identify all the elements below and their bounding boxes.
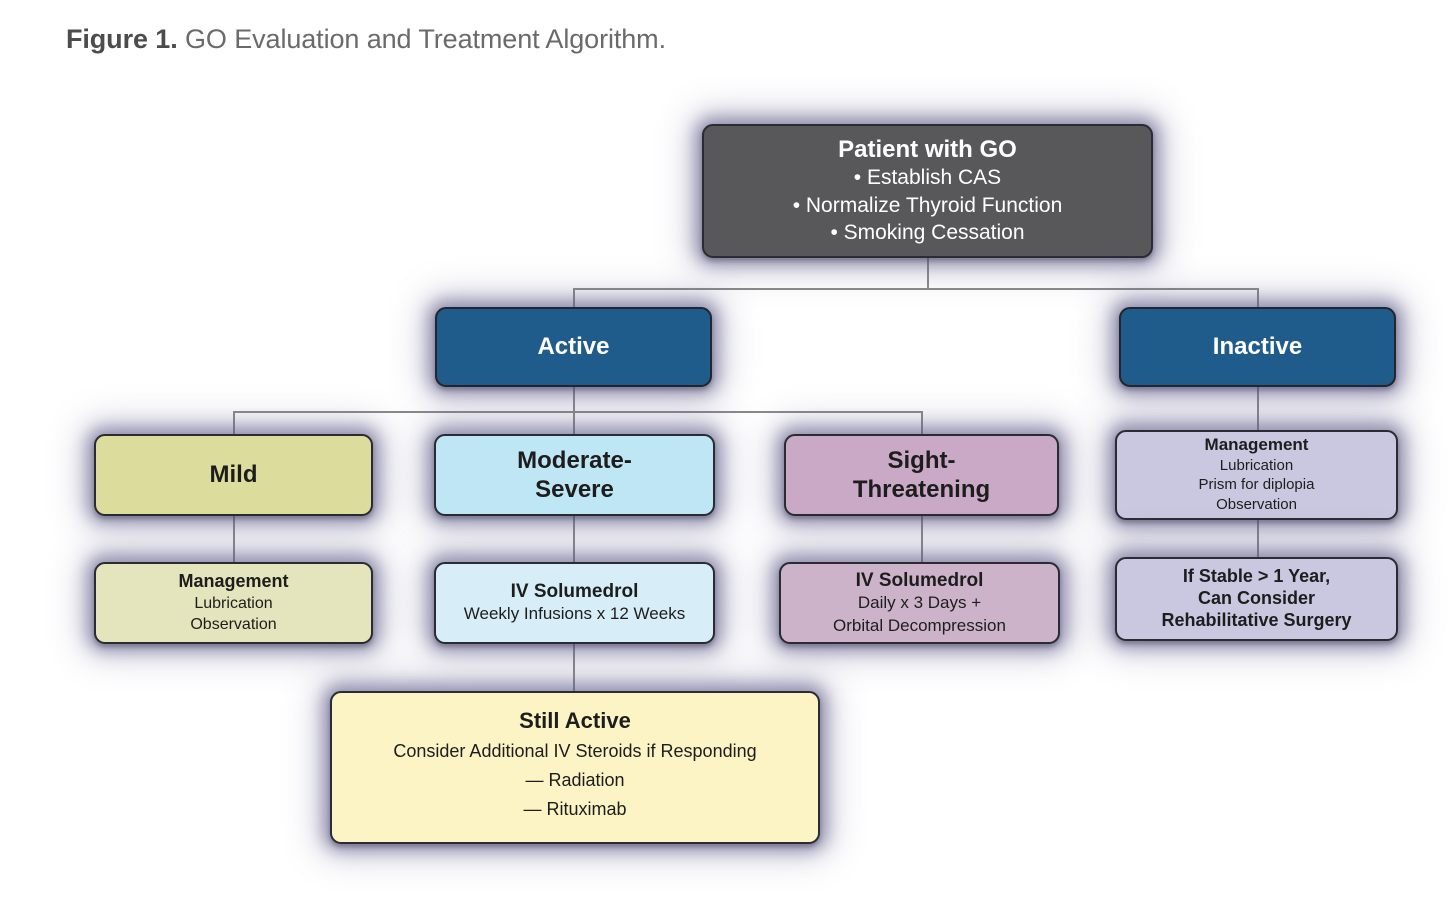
node-inactive-management-line-1: Lubrication bbox=[1219, 456, 1294, 474]
node-moderate-severe-treatment[interactable]: IV Solumedrol Weekly Infusions x 12 Week… bbox=[434, 562, 715, 644]
edge-active-down bbox=[573, 387, 575, 413]
node-rehabilitative-surgery-line-2: Can Consider bbox=[1197, 588, 1316, 609]
node-mild-management-title: Management bbox=[178, 570, 289, 591]
node-inactive-management[interactable]: Management Lubrication Prism for diplopi… bbox=[1115, 430, 1398, 520]
node-patient-line-3: • Smoking Cessation bbox=[830, 221, 1025, 245]
node-inactive[interactable]: Inactive bbox=[1119, 307, 1396, 387]
node-inactive-management-line-3: Observation bbox=[1216, 496, 1297, 514]
node-sight-threatening-treatment-line-2: Orbital Decompression bbox=[833, 615, 1006, 635]
node-still-active-line-1: Consider Additional IV Steroids if Respo… bbox=[393, 741, 757, 762]
node-patient-title: Patient with GO bbox=[838, 135, 1017, 163]
node-patient-line-2: • Normalize Thyroid Function bbox=[792, 193, 1063, 217]
node-rehabilitative-surgery-line-3: Rehabilitative Surgery bbox=[1161, 609, 1352, 630]
node-mild-management-line-1: Lubrication bbox=[194, 594, 273, 612]
edge-tier1-bar bbox=[573, 288, 1258, 290]
edge-bar-to-mild bbox=[233, 411, 235, 436]
node-inactive-title: Inactive bbox=[1212, 333, 1303, 361]
node-moderate-severe[interactable]: Moderate- Severe bbox=[434, 434, 715, 516]
figure-title: Figure 1. GO Evaluation and Treatment Al… bbox=[66, 24, 666, 55]
node-moderate-severe-treatment-title: IV Solumedrol bbox=[510, 581, 639, 603]
node-mild-management-line-2: Observation bbox=[190, 615, 277, 633]
node-moderate-severe-treatment-line-1: Weekly Infusions x 12 Weeks bbox=[463, 604, 686, 624]
edge-inactive-to-management bbox=[1257, 387, 1259, 433]
edge-moderate-severe-to-treatment bbox=[573, 516, 575, 564]
edge-bar-to-inactive bbox=[1257, 288, 1259, 309]
node-inactive-management-line-2: Prism for diplopia bbox=[1198, 476, 1315, 494]
edge-bar-to-sight-threatening bbox=[921, 411, 923, 436]
edge-bar-to-active bbox=[573, 288, 575, 309]
edge-bar-to-moderate-severe bbox=[573, 411, 575, 436]
node-sight-threatening[interactable]: Sight- Threatening bbox=[784, 434, 1059, 516]
node-still-active-title: Still Active bbox=[519, 708, 631, 734]
node-rehabilitative-surgery-line-1: If Stable > 1 Year, bbox=[1182, 566, 1331, 587]
edge-treatment-to-still-active bbox=[573, 644, 575, 694]
node-inactive-management-title: Management bbox=[1204, 434, 1309, 454]
node-patient-with-go[interactable]: Patient with GO • Establish CAS • Normal… bbox=[702, 124, 1153, 258]
edge-sight-threatening-to-treatment bbox=[921, 516, 923, 564]
node-active[interactable]: Active bbox=[435, 307, 712, 387]
figure-caption: GO Evaluation and Treatment Algorithm. bbox=[177, 24, 666, 54]
edge-tier2-bar bbox=[233, 411, 922, 413]
edge-mild-to-management bbox=[233, 516, 235, 564]
node-moderate-severe-title-line-1: Moderate- bbox=[517, 446, 632, 474]
node-sight-threatening-treatment-line-1: Daily x 3 Days + bbox=[857, 593, 982, 613]
node-rehabilitative-surgery[interactable]: If Stable > 1 Year, Can Consider Rehabil… bbox=[1115, 557, 1398, 641]
node-mild-title: Mild bbox=[209, 461, 258, 489]
node-moderate-severe-title-line-2: Severe bbox=[535, 476, 614, 503]
edge-management-to-rehab bbox=[1257, 520, 1259, 560]
node-mild-management[interactable]: Management Lubrication Observation bbox=[94, 562, 373, 644]
node-patient-line-1: • Establish CAS bbox=[853, 166, 1002, 190]
node-sight-threatening-title-line-1: Sight- bbox=[887, 446, 956, 474]
node-active-title: Active bbox=[537, 333, 610, 361]
figure-label: Figure 1. bbox=[66, 24, 178, 54]
node-sight-threatening-treatment[interactable]: IV Solumedrol Daily x 3 Days + Orbital D… bbox=[779, 562, 1060, 644]
node-sight-threatening-treatment-title: IV Solumedrol bbox=[855, 569, 984, 591]
node-sight-threatening-title-line-2: Threatening bbox=[852, 476, 991, 503]
node-still-active-line-2: — Radiation bbox=[525, 770, 625, 791]
edge-patient-down bbox=[927, 258, 929, 290]
node-still-active-line-3: — Rituximab bbox=[523, 798, 627, 819]
node-mild[interactable]: Mild bbox=[94, 434, 373, 516]
node-still-active[interactable]: Still Active Consider Additional IV Ster… bbox=[330, 691, 820, 844]
